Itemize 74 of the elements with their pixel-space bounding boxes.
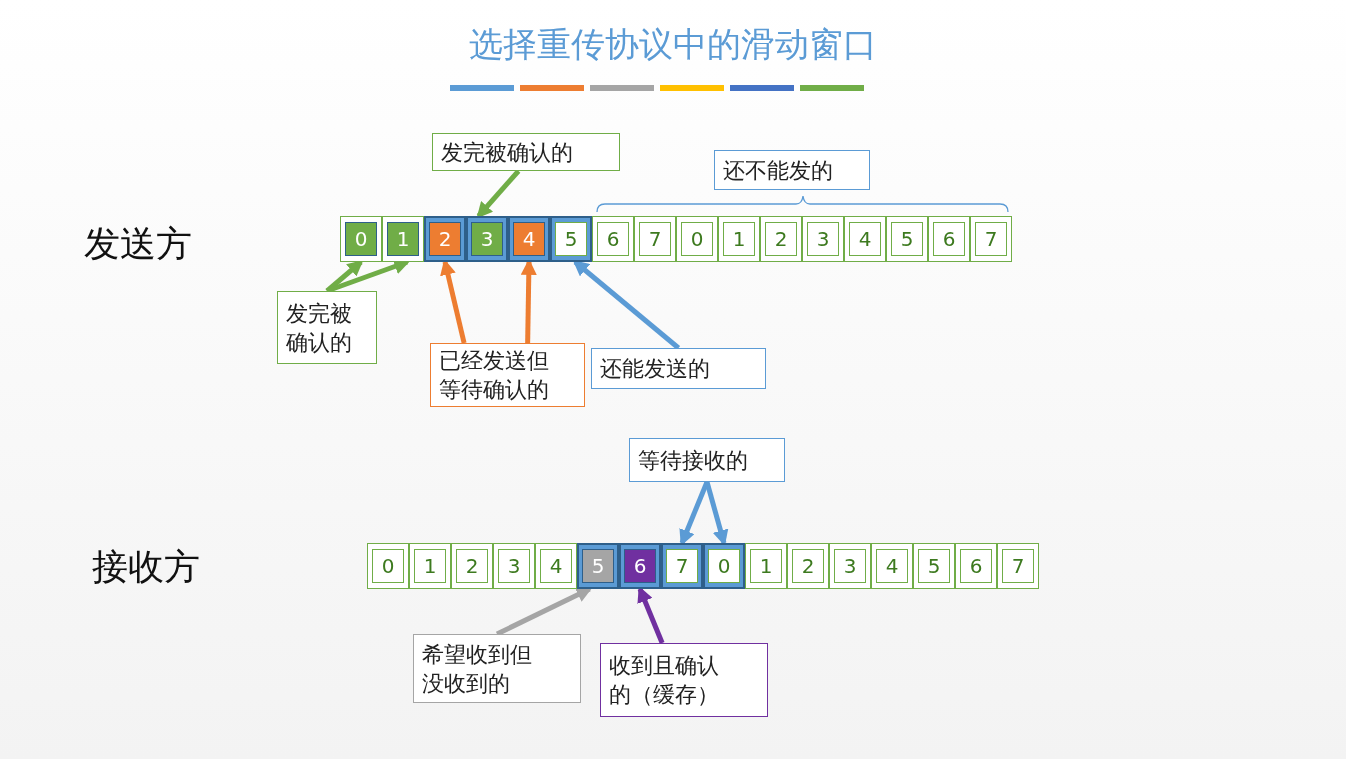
callout-box: 发完被确认的 [432,133,620,171]
sequence-cell [382,216,424,262]
sequence-number: 6 [633,554,647,578]
side-label: 接收方 [92,545,200,589]
side-label: 发送方 [84,222,192,266]
sequence-cell [928,216,970,262]
sequence-number: 4 [858,227,872,251]
sequence-number: 1 [423,554,437,578]
sequence-cell [634,216,676,262]
sequence-number: 3 [507,554,521,578]
callout-box: 等待接收的 [629,438,785,482]
sequence-number: 2 [801,554,815,578]
sequence-number: 3 [843,554,857,578]
sequence-number: 5 [564,227,578,251]
sequence-number: 1 [396,227,410,251]
sequence-cell [844,216,886,262]
sequence-number: 1 [759,554,773,578]
callout-box: 发完被确认的 [277,291,377,364]
sequence-number: 7 [648,227,662,251]
sequence-cell [340,216,382,262]
sequence-cell [676,216,718,262]
sequence-number: 2 [438,227,452,251]
sequence-number: 6 [969,554,983,578]
sequence-number: 3 [816,227,830,251]
sequence-cell [661,543,703,589]
window-frame [577,543,745,589]
callout-box: 希望收到但没收到的 [413,634,581,703]
sequence-cell [508,216,550,262]
sequence-number: 5 [591,554,605,578]
sequence-number: 4 [522,227,536,251]
sequence-cell [367,543,409,589]
callout-box: 还能发送的 [591,348,766,389]
sequence-cell [493,543,535,589]
sequence-cell [886,216,928,262]
sequence-cell [619,543,661,589]
sequence-cell [760,216,802,262]
sequence-number: 4 [885,554,899,578]
sequence-number: 5 [927,554,941,578]
window-frame [424,216,592,262]
sequence-cell [787,543,829,589]
sequence-cell [718,216,760,262]
sequence-cell [997,543,1039,589]
sequence-number: 7 [675,554,689,578]
sequence-number: 5 [900,227,914,251]
callout-box: 还不能发的 [714,150,870,190]
sequence-number: 0 [354,227,368,251]
sequence-number: 6 [606,227,620,251]
sequence-number: 2 [465,554,479,578]
sequence-cell [592,216,634,262]
callout-box: 已经发送但等待确认的 [430,343,585,407]
sequence-number: 0 [717,554,731,578]
sequence-number: 7 [1011,554,1025,578]
sequence-number: 3 [480,227,494,251]
sequence-cell [451,543,493,589]
sequence-cell [913,543,955,589]
sequence-cell [802,216,844,262]
sequence-number: 0 [690,227,704,251]
sequence-cell [871,543,913,589]
sequence-cell [955,543,997,589]
title: 选择重传协议中的滑动窗口 [468,23,878,66]
sequence-cell [535,543,577,589]
sequence-cell [970,216,1012,262]
sequence-cell [745,543,787,589]
arrow [476,169,521,219]
sequence-number: 1 [732,227,746,251]
sequence-cell [829,543,871,589]
sequence-number: 2 [774,227,788,251]
sequence-number: 0 [381,554,395,578]
sequence-cell [466,216,508,262]
callout-box: 收到且确认的（缓存） [600,643,768,717]
sequence-number: 4 [549,554,563,578]
sequence-cell [409,543,451,589]
sequence-number: 7 [984,227,998,251]
sequence-number: 6 [942,227,956,251]
